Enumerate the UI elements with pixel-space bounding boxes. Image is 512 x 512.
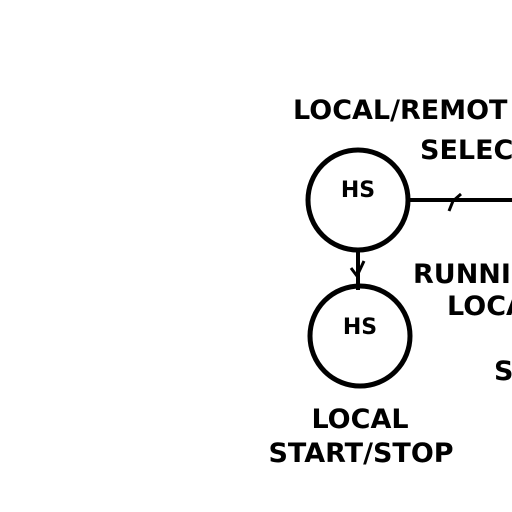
hand-switch-upper-tag: HS [341, 178, 375, 203]
hand-switch-lower-tag: HS [343, 315, 377, 340]
hand-switch-lower-circle [307, 283, 413, 389]
local-remote-label: LOCAL/REMOT [293, 95, 508, 126]
hand-switch-upper: HS [305, 147, 411, 253]
running-label: RUNNI [413, 259, 511, 290]
local-label: LOCAL [311, 404, 408, 435]
local-partial-label: LOCA [447, 291, 512, 322]
selector-label: SELEC [420, 135, 512, 166]
signal-line-vertical-tick [349, 260, 366, 279]
hand-switch-lower: HS [307, 283, 413, 389]
signal-line-right-tick [447, 192, 462, 212]
start-stop-label: START/STOP [268, 438, 453, 469]
s-partial-label: S [494, 356, 512, 387]
